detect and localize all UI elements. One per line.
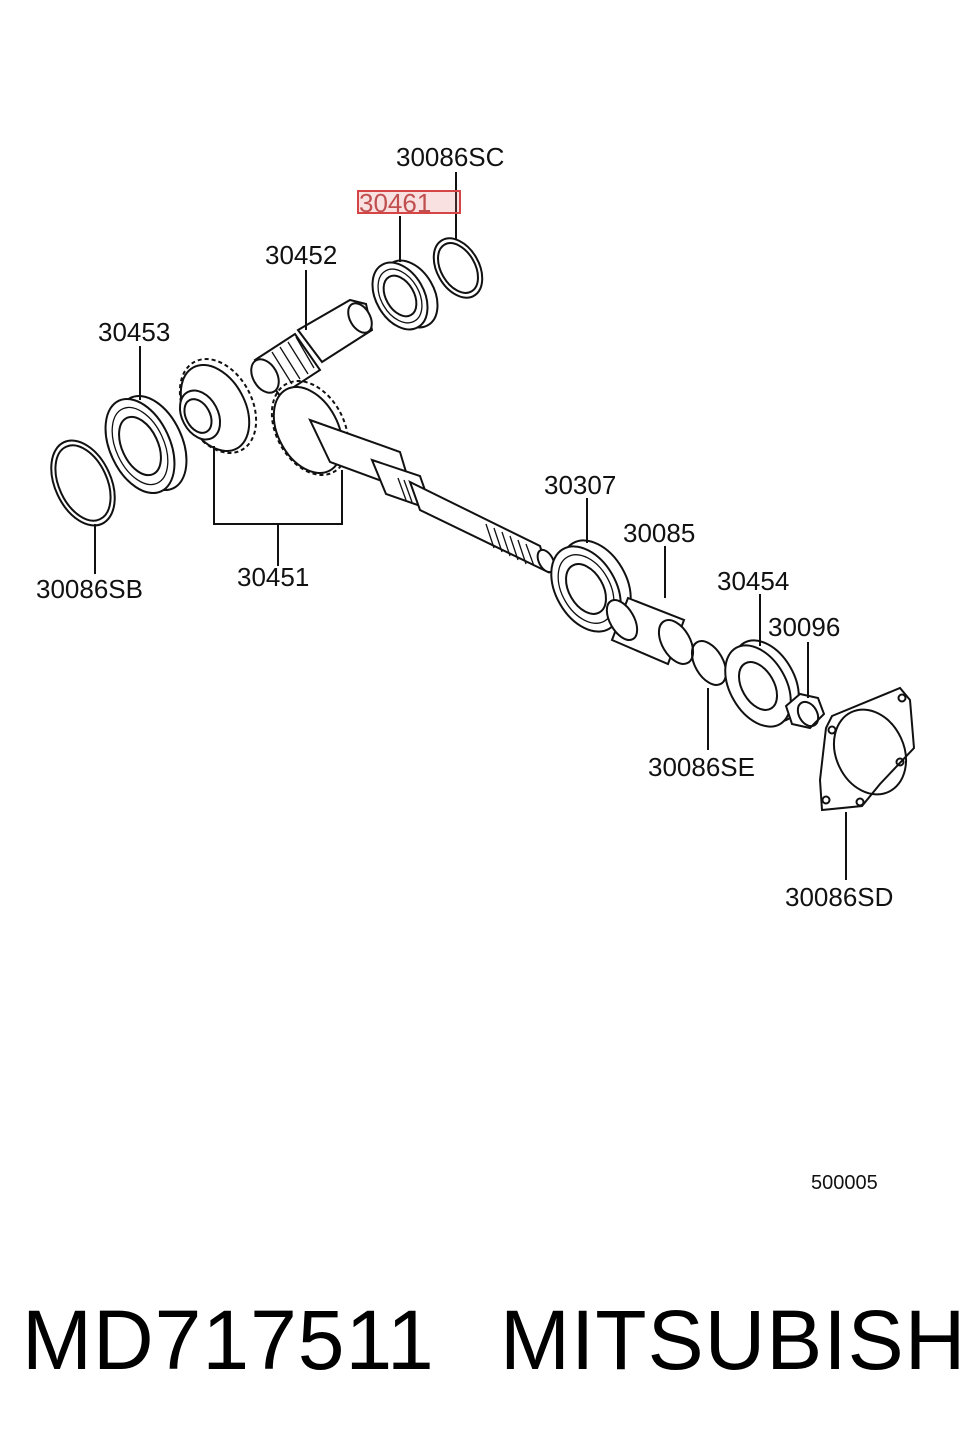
callout-30453[interactable]: 30453 [98, 317, 171, 347]
callout-30454[interactable]: 30454 [717, 566, 790, 596]
main-shaft-30451[interactable] [257, 368, 558, 575]
brand-name: MITSUBISHI [500, 1293, 960, 1387]
highlight-box [357, 190, 461, 214]
callout-30096[interactable]: 30096 [768, 612, 841, 642]
callout-30452[interactable]: 30452 [265, 240, 338, 270]
callout-30086sb[interactable]: 30086SB [36, 574, 143, 604]
shaft-30452[interactable] [246, 298, 377, 398]
part-number: MD717511 [22, 1293, 435, 1387]
callout-30451[interactable]: 30451 [237, 562, 310, 592]
cover-plate-30086sd[interactable] [818, 686, 919, 812]
snap-ring-30086sc[interactable] [424, 230, 492, 306]
snap-ring-30086sb[interactable] [39, 430, 128, 535]
callout-30086sc[interactable]: 30086SC [396, 142, 505, 172]
spacer-30085[interactable] [601, 595, 701, 670]
leader-lines [94, 172, 847, 880]
callout-30085[interactable]: 30085 [623, 518, 696, 548]
callout-30086se[interactable]: 30086SE [648, 752, 755, 782]
diagram-reference-code: 500005 [811, 1172, 878, 1194]
callout-30461[interactable]: 30461 [359, 188, 432, 218]
snap-ring-30086se[interactable] [685, 635, 733, 691]
bearing-30453[interactable] [92, 385, 201, 504]
bearing-30461[interactable] [361, 251, 449, 339]
bearing-30454[interactable] [712, 629, 812, 738]
nut-30096[interactable] [784, 692, 826, 730]
callout-30307[interactable]: 30307 [544, 470, 617, 500]
gear-30451-front[interactable] [165, 346, 272, 466]
callout-30086sd[interactable]: 30086SD [785, 882, 894, 912]
